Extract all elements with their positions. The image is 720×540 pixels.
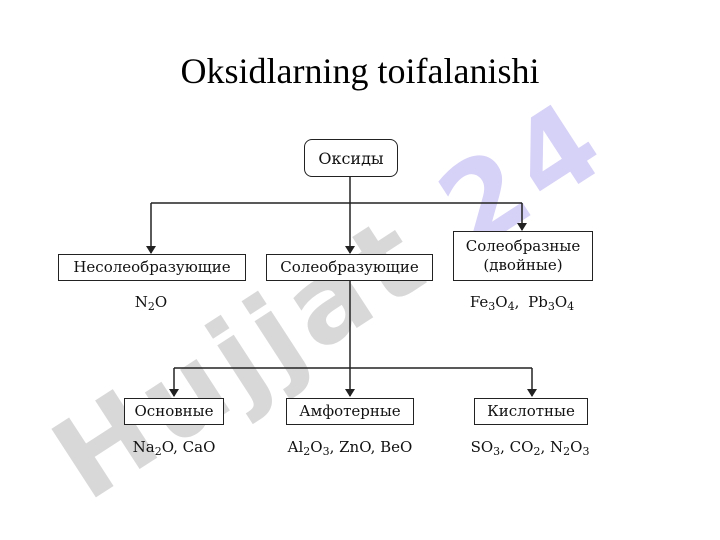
node-salt-forming: Солеобразующие xyxy=(266,254,433,281)
node-basic: Основные xyxy=(124,398,224,425)
formula-subscript: 2 xyxy=(154,445,162,458)
node-salt-like-double: Солеобразные (двойные) xyxy=(453,231,593,281)
node-salt-like-line1: Солеобразные xyxy=(465,237,581,255)
formula-subscript: 3 xyxy=(582,445,590,458)
formula-text: O, CaO xyxy=(161,438,216,456)
formula-text: Na xyxy=(132,438,155,456)
examples-basic: Na2O, CaO xyxy=(133,438,216,458)
examples-acidic: SO3, CO2, N2O3 xyxy=(471,438,590,458)
formula-subscript: 3 xyxy=(547,300,555,313)
formula-subscript: 3 xyxy=(488,300,496,313)
formula-subscript: 2 xyxy=(533,445,541,458)
chemical-formula: Pb3O4 xyxy=(528,293,575,313)
formula-text: O xyxy=(154,293,168,311)
formula-text: O xyxy=(554,293,568,311)
formula-text: Fe xyxy=(469,293,489,311)
formula-text: O xyxy=(310,438,323,456)
formula-text: O xyxy=(495,293,508,311)
chemical-formula: Fe3O4, xyxy=(469,293,525,313)
formula-subscript: 3 xyxy=(322,445,330,458)
node-acidic: Кислотные xyxy=(474,398,588,425)
examples-double: Fe3O4, Pb3O4 xyxy=(470,293,574,313)
formula-text: , CO xyxy=(500,438,534,456)
chemical-formula: SO3, CO2, N2O3 xyxy=(470,438,590,458)
examples-amphoteric: Al2O3, ZnO, BeO xyxy=(288,438,413,458)
formula-subscript: 4 xyxy=(567,300,575,313)
formula-text: , ZnO, BeO xyxy=(329,438,413,456)
chemical-formula: Na2O, CaO xyxy=(132,438,216,458)
formula-text: Al xyxy=(287,438,304,456)
formula-subscript: 3 xyxy=(493,445,501,458)
examples-non-salt: N2O xyxy=(135,293,167,313)
formula-text: O xyxy=(570,438,583,456)
formula-subscript: 4 xyxy=(507,300,515,313)
formula-text: N xyxy=(134,293,148,311)
chemical-formula: N2O xyxy=(134,293,168,313)
formula-subscript: 2 xyxy=(147,300,155,313)
formula-text: Pb xyxy=(528,293,548,311)
page-title: Oksidlarning toifalanishi xyxy=(180,51,540,91)
formula-subscript: 2 xyxy=(563,445,571,458)
chemical-formula: Al2O3, ZnO, BeO xyxy=(287,438,413,458)
node-amphoteric: Амфотерные xyxy=(286,398,414,425)
formula-text: SO xyxy=(470,438,494,456)
node-non-salt-forming: Несолеобразующие xyxy=(58,254,246,281)
formula-text: , xyxy=(514,293,525,311)
formula-subscript: 2 xyxy=(303,445,311,458)
formula-text: , N xyxy=(540,438,564,456)
node-oxides: Оксиды xyxy=(304,139,398,177)
node-salt-like-line2: (двойные) xyxy=(483,256,563,274)
